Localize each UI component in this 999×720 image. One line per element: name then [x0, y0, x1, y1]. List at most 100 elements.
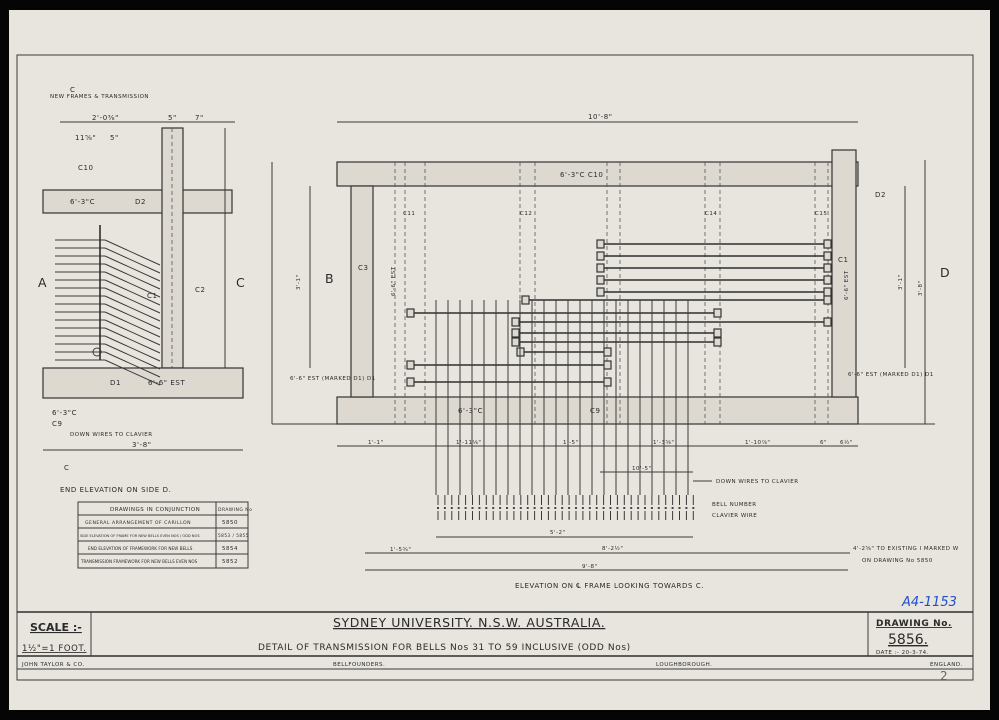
table-header: DRAWINGS IN CONJUNCTION [110, 507, 200, 513]
lever-arm [104, 287, 161, 314]
table-cell: 5853 / 5855 [218, 533, 249, 538]
section-mark-top: C [70, 86, 76, 94]
drawings-in-conjunction-table: DRAWINGS IN CONJUNCTION DRAWING No GENER… [77, 501, 252, 569]
bell-number-label: BELL NUMBER [712, 502, 757, 508]
rod-bearing [511, 328, 520, 338]
right-post-label: 6'-6" EST [844, 270, 850, 300]
footer-trade: BELLFOUNDERS. [333, 662, 385, 668]
side-b-label: B [325, 271, 334, 286]
bell-number-mark [443, 507, 446, 509]
footer-town: LOUGHBOROUGH. [656, 662, 712, 668]
c2-label: C2 [195, 286, 206, 294]
lever-arm [104, 327, 161, 354]
bottom-beam-label: 6'-6" EST [148, 379, 185, 387]
bell-number-mark [478, 507, 481, 509]
dim-1-5: 1'-5¾" [390, 547, 411, 553]
footer-country: ENGLAND. [930, 662, 963, 668]
scale-label: SCALE :- [30, 621, 82, 634]
lever-arm [104, 335, 161, 362]
bell-number-mark [457, 507, 460, 509]
dim-bottom: 1'-11⅛" [456, 440, 481, 446]
post [161, 127, 184, 369]
rod-bearing [823, 295, 832, 305]
table-header: DRAWING No [218, 507, 252, 513]
c1-label: C1 [147, 292, 158, 300]
dim-overall-width: 10'-8" [588, 113, 613, 121]
bell-number-mark [657, 507, 660, 509]
side-a-label: A [38, 275, 47, 290]
side-d-label: D [940, 265, 950, 280]
c9-label: C9 [52, 420, 63, 428]
c9-dim-label: 6'-3"C [52, 409, 77, 417]
c1-label: C1 [838, 256, 849, 264]
height-right: 3'-1" [898, 274, 904, 290]
rod-bearing [823, 317, 832, 327]
lever-arm [104, 263, 161, 290]
rod-bearing [521, 295, 530, 305]
existing-note-1: 4'-2⅝" TO EXISTING I MARKED W [853, 546, 959, 552]
clavier-wire-label: CLAVIER WIRE [712, 513, 757, 519]
rod-bearing [823, 239, 832, 249]
bell-number-mark [630, 507, 633, 509]
top-beam-label: 6'-3"C C10 [560, 171, 604, 179]
bell-number-mark [692, 507, 695, 509]
lever-stack [55, 225, 161, 386]
table-cell: 5852 [222, 559, 238, 565]
reference-number: A4-1153 [901, 595, 957, 610]
title-block: SCALE :- 1½"=1 FOOT. SYDNEY UNIVERSITY. … [17, 611, 973, 683]
sheet-border [16, 54, 974, 681]
c3-label: C3 [358, 264, 369, 272]
bell-number-mark [588, 507, 591, 509]
rod-bearing [823, 251, 832, 261]
c15-label: C15 [815, 211, 827, 217]
section-mark-bottom: C [64, 464, 70, 472]
bell-number-mark [575, 507, 577, 509]
left-post-label: 6'-6" EST [391, 266, 397, 296]
top-beam-label: 6'-3"C [70, 198, 95, 206]
table-cell: END ELEVATION OF FRAMEWORK FOR NEW BELLS [88, 546, 193, 551]
bell-number-mark [450, 507, 453, 509]
bell-number-mark [678, 507, 681, 509]
rod-bearing [713, 328, 722, 338]
rod-bearing [603, 347, 612, 357]
bell-number-mark [540, 507, 543, 509]
bell-number-mark [664, 507, 667, 509]
bottom-beam [42, 367, 244, 399]
dim-10-5: 10'-5" [632, 466, 652, 472]
clavier-wire-row [437, 495, 695, 520]
bottom-beam [336, 396, 859, 425]
side-c-label: C [236, 275, 245, 290]
bell-number-mark [492, 507, 495, 509]
note-new-frames: NEW FRAMES & TRANSMISSION [50, 94, 149, 100]
bell-number-mark [595, 507, 598, 509]
bell-number-mark [499, 507, 502, 509]
dim-5-2: 5'-2" [550, 530, 566, 536]
rod-bearing [596, 275, 605, 285]
lever-arm [104, 319, 161, 346]
bell-number-mark [554, 507, 557, 509]
lever-arm [104, 295, 161, 322]
down-wires-label: DOWN WIRES TO CLAVIER [716, 479, 799, 485]
height-left: 3'-1" [296, 274, 302, 290]
corner-mark: 2 [940, 669, 948, 683]
lever-arm [104, 343, 161, 370]
table-border [77, 501, 249, 569]
base-width: 3'-8" [132, 441, 152, 449]
dim-width-top: 2'-0⅜" [92, 114, 119, 122]
drawing-date: DATE :- 20-3-74. [876, 650, 929, 656]
bell-number-mark [526, 507, 529, 509]
lever-arm [104, 303, 161, 330]
dim-bottom: 1'-10⅞" [745, 440, 770, 446]
dim-8-2: 8'-2½" [602, 545, 623, 552]
drawing-no-label: DRAWING No. [876, 619, 952, 629]
rod-bearing [406, 308, 415, 318]
lever-arm [104, 247, 161, 274]
scale-value: 1½"=1 FOOT. [22, 644, 87, 654]
bell-number-mark [609, 507, 612, 509]
top-beam [42, 189, 233, 214]
table-cell: 5850 [222, 520, 238, 526]
rod-bearing [596, 239, 605, 249]
top-beam [336, 161, 859, 187]
lever-arm [104, 311, 161, 338]
